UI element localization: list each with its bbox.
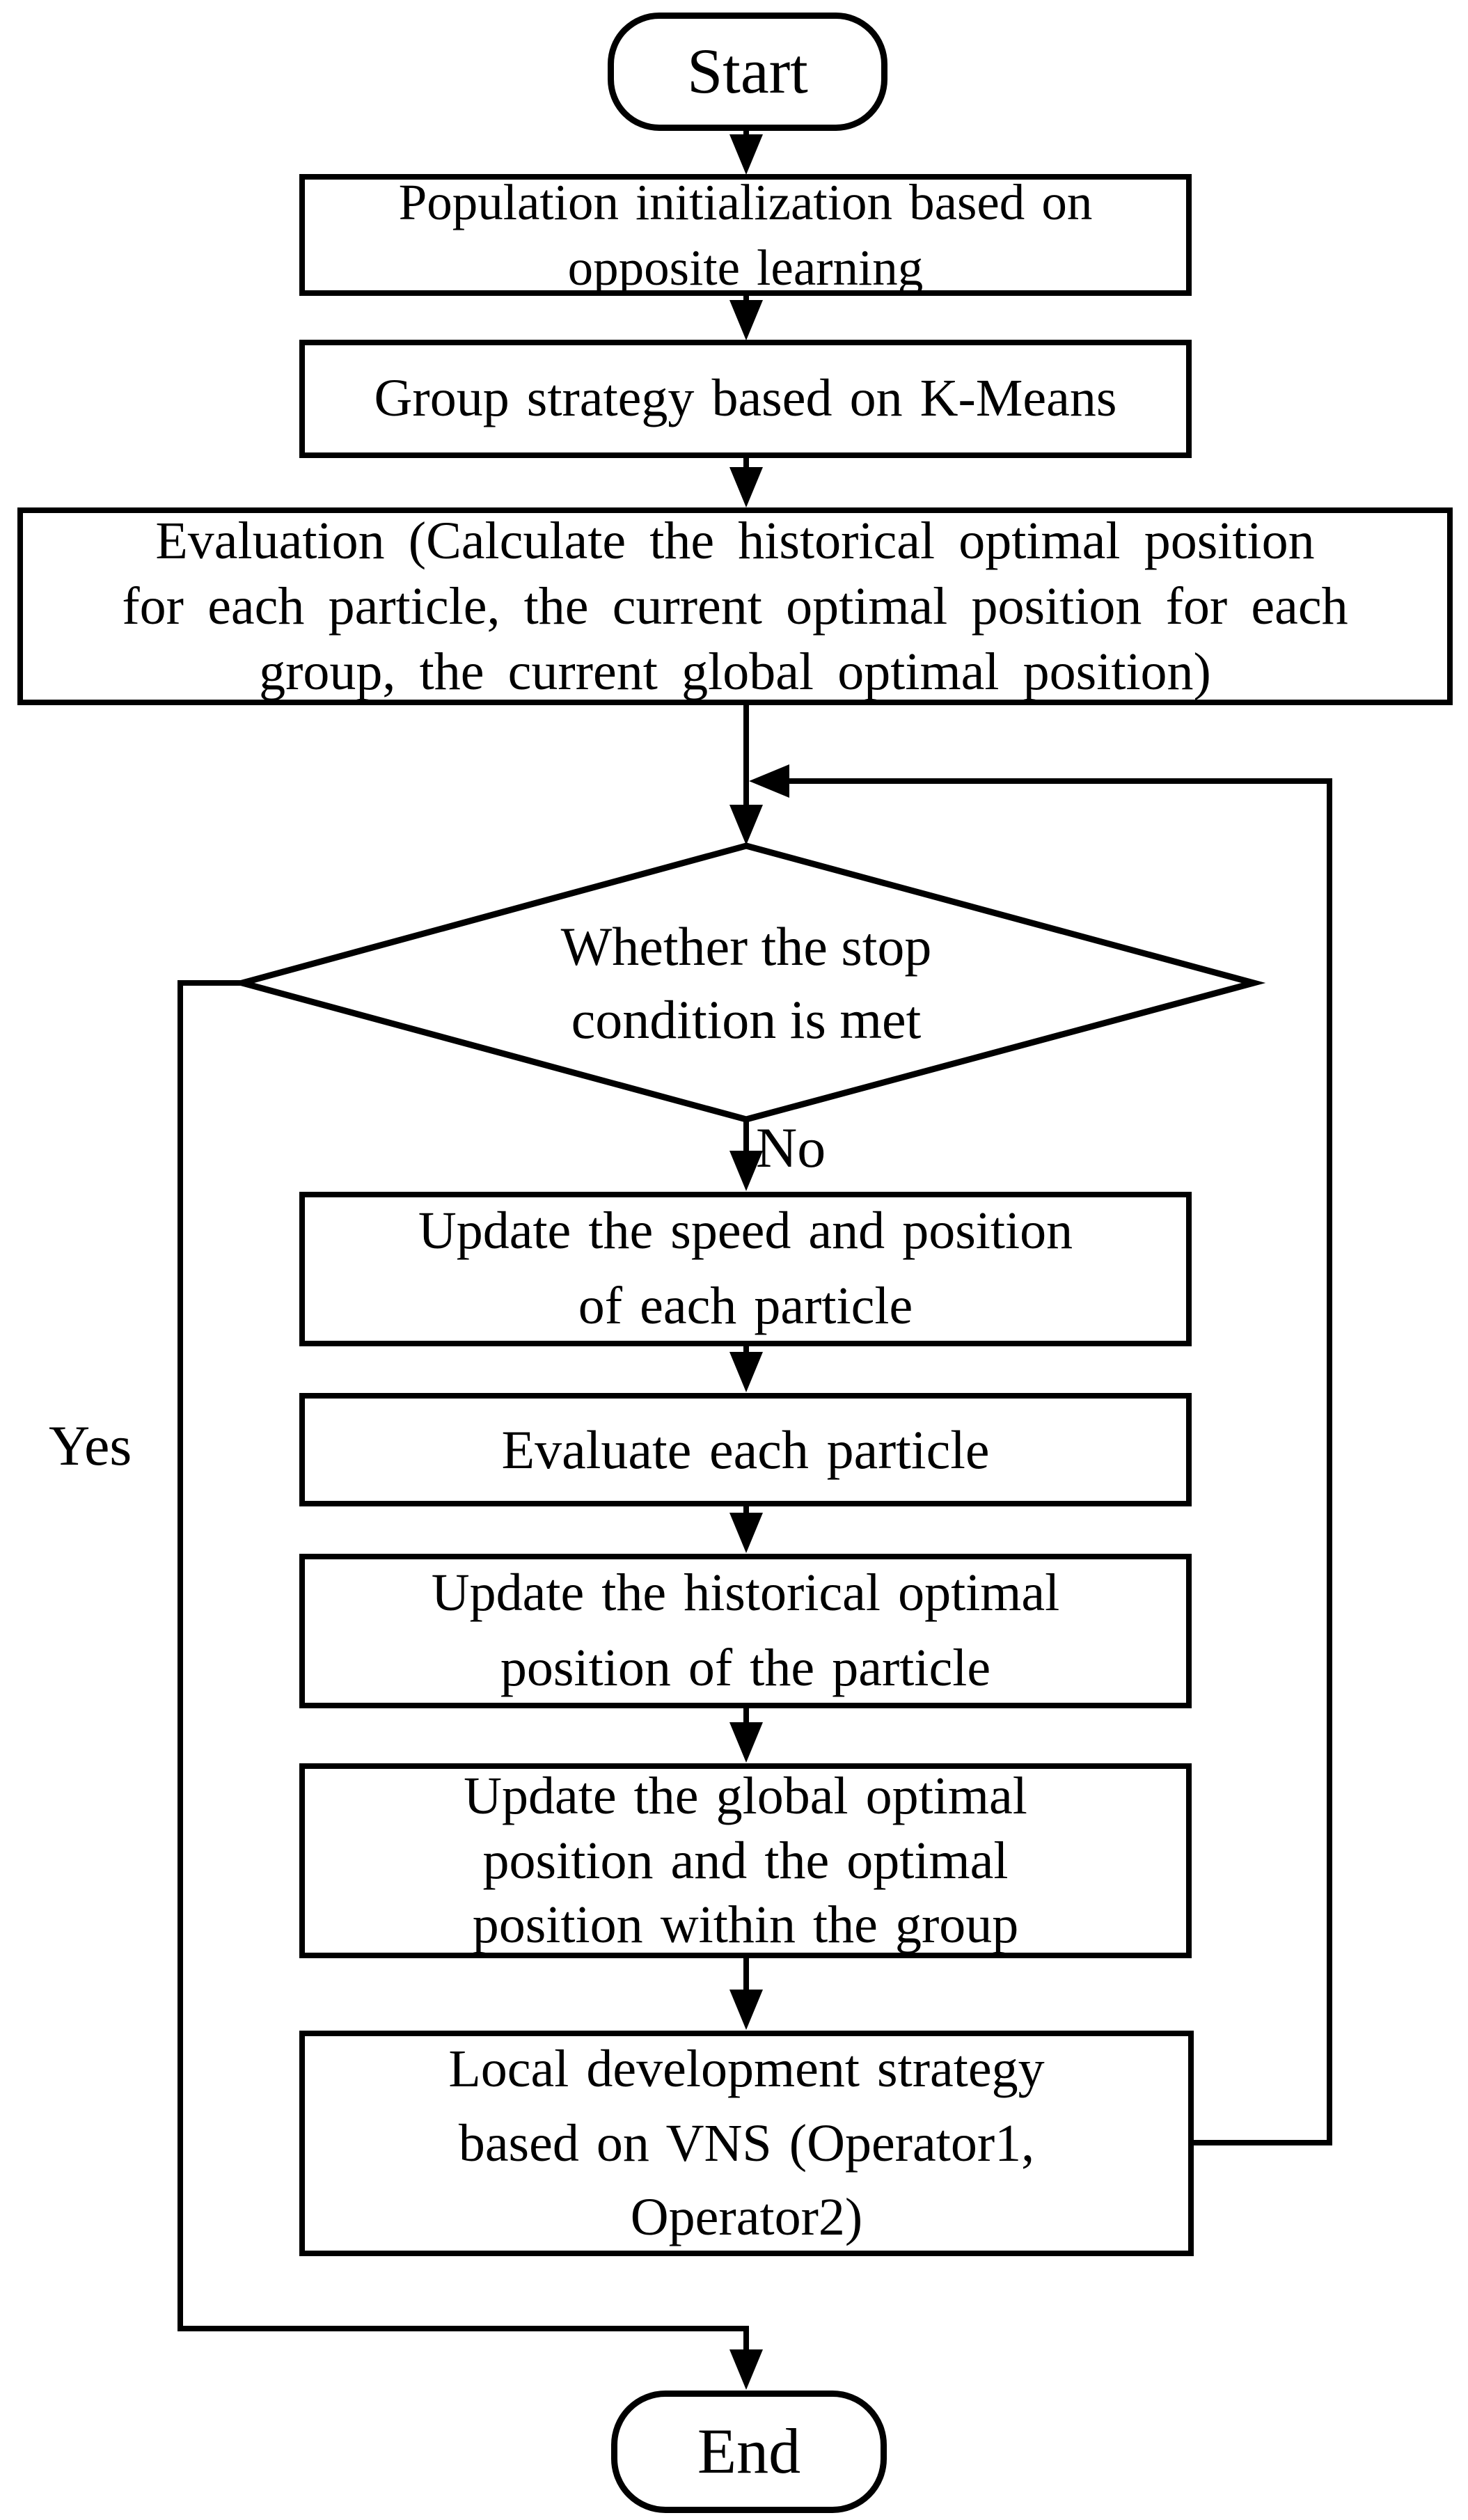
evaluation-text: Evaluation (Calculate the historical opt… — [122, 511, 1348, 702]
edge-feedback-loop — [788, 778, 1332, 2145]
edge-yes-path — [177, 980, 749, 2351]
update-global-text: Update the global optimal position and t… — [464, 1766, 1027, 1955]
edge-label-yes: Yes — [49, 1414, 132, 1477]
node-end: End — [611, 2391, 887, 2513]
node-population-initialization: Population initialization based on oppos… — [299, 174, 1192, 296]
arrowhead-down-icon — [729, 1722, 763, 1763]
node-evaluate-particle: Evaluate each particle — [299, 1393, 1192, 1506]
edge-label-no: No — [756, 1116, 826, 1179]
node-update-historical: Update the historical optimal position o… — [299, 1554, 1192, 1708]
update-historical-text: Update the historical optimal position o… — [431, 1564, 1060, 1697]
arrowhead-down-icon — [729, 467, 763, 507]
arrowhead-down-icon — [729, 1151, 763, 1191]
arrowhead-down-icon — [729, 300, 763, 340]
arrowhead-down-icon — [729, 1352, 763, 1392]
update-speed-text: Update the speed and position of each pa… — [418, 1202, 1073, 1335]
group-strategy-text: Group strategy based on K-Means — [374, 369, 1117, 428]
arrowhead-down-icon — [729, 134, 763, 175]
node-evaluation: Evaluation (Calculate the historical opt… — [17, 507, 1453, 705]
local-development-text: Local development strategy based on VNS … — [448, 2040, 1045, 2247]
stop-condition-text: Whether the stop condition is met — [560, 915, 932, 1050]
end-label: End — [697, 2416, 801, 2487]
node-stop-condition: Whether the stop condition is met — [468, 903, 1025, 1063]
diamond-shape — [230, 842, 1266, 1123]
node-update-global: Update the global optimal position and t… — [299, 1763, 1192, 1958]
node-local-development: Local development strategy based on VNS … — [299, 2031, 1194, 2256]
start-label: Start — [687, 36, 808, 107]
population-initialization-text: Population initialization based on oppos… — [398, 174, 1093, 296]
arrowhead-left-icon — [749, 764, 789, 798]
node-group-strategy: Group strategy based on K-Means — [299, 340, 1192, 458]
arrowhead-down-icon — [729, 805, 763, 845]
node-start: Start — [608, 13, 887, 131]
arrowhead-down-icon — [729, 1513, 763, 1553]
arrowhead-down-icon — [729, 1990, 763, 2030]
node-update-speed: Update the speed and position of each pa… — [299, 1192, 1192, 1346]
evaluate-particle-text: Evaluate each particle — [501, 1419, 990, 1480]
arrowhead-down-icon — [729, 2349, 763, 2390]
